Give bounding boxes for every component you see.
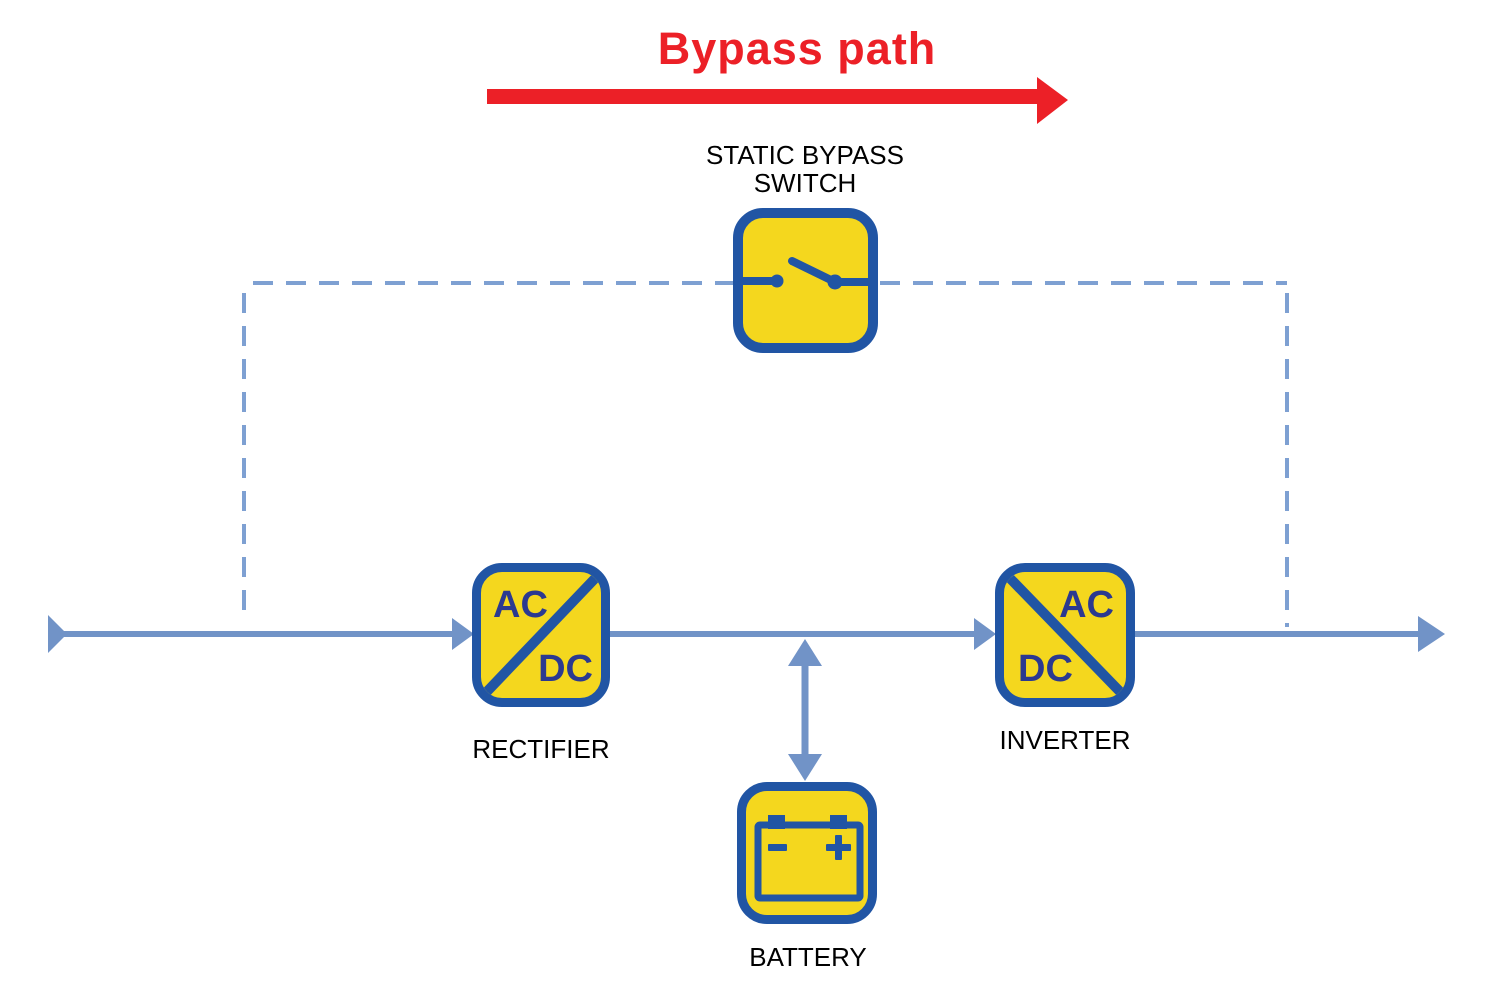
rectifier-ac-text: AC (493, 584, 548, 626)
open-switch-icon (743, 257, 868, 290)
switch-left-contact (770, 274, 784, 288)
battery-plus-sign-vertical (835, 835, 842, 860)
battery-wire-up-arrowhead (788, 639, 822, 666)
rectifier-diagonal-divider (481, 572, 601, 698)
battery-wire-down-arrowhead (788, 754, 822, 781)
ac-dc-diagonal (481, 572, 601, 698)
inverter-label: INVERTER (999, 725, 1131, 755)
dc-ac-diagonal (1004, 572, 1126, 698)
bypass-arrow-shaft (487, 89, 1040, 104)
input-flow-arrowhead (48, 615, 67, 653)
bypass-dashed-wire (242, 281, 1289, 627)
output-arrowhead (1418, 616, 1445, 652)
bypass-direction-arrow (487, 77, 1068, 124)
battery-wire (788, 639, 822, 781)
inverter-node: AC DC (995, 563, 1135, 707)
battery-node (737, 782, 877, 924)
battery-minus-sign (768, 844, 787, 851)
main-power-wire (48, 615, 1445, 653)
rectifier-input-arrowhead (452, 618, 474, 650)
rectifier-dc-text: DC (538, 648, 593, 690)
static-bypass-switch-label-line1: STATIC BYPASS (706, 140, 904, 170)
static-bypass-switch-node (733, 208, 878, 353)
inverter-ac-text: AC (1059, 584, 1114, 626)
switch-lever (788, 257, 839, 286)
inverter-input-arrowhead (974, 618, 996, 650)
rectifier-label: RECTIFIER (472, 734, 610, 764)
diagram-title: Bypass path (657, 23, 937, 74)
rectifier-node: AC DC (472, 563, 610, 707)
battery-case (754, 821, 864, 902)
bypass-arrow-head (1037, 77, 1068, 124)
battery-icon (754, 815, 864, 902)
static-bypass-switch-label: STATIC BYPASS SWITCH (655, 141, 955, 197)
battery-label: BATTERY (749, 942, 867, 972)
inverter-dc-text: DC (1018, 648, 1073, 690)
static-bypass-switch-label-line2: SWITCH (753, 168, 857, 198)
inverter-diagonal-divider (1004, 572, 1126, 698)
